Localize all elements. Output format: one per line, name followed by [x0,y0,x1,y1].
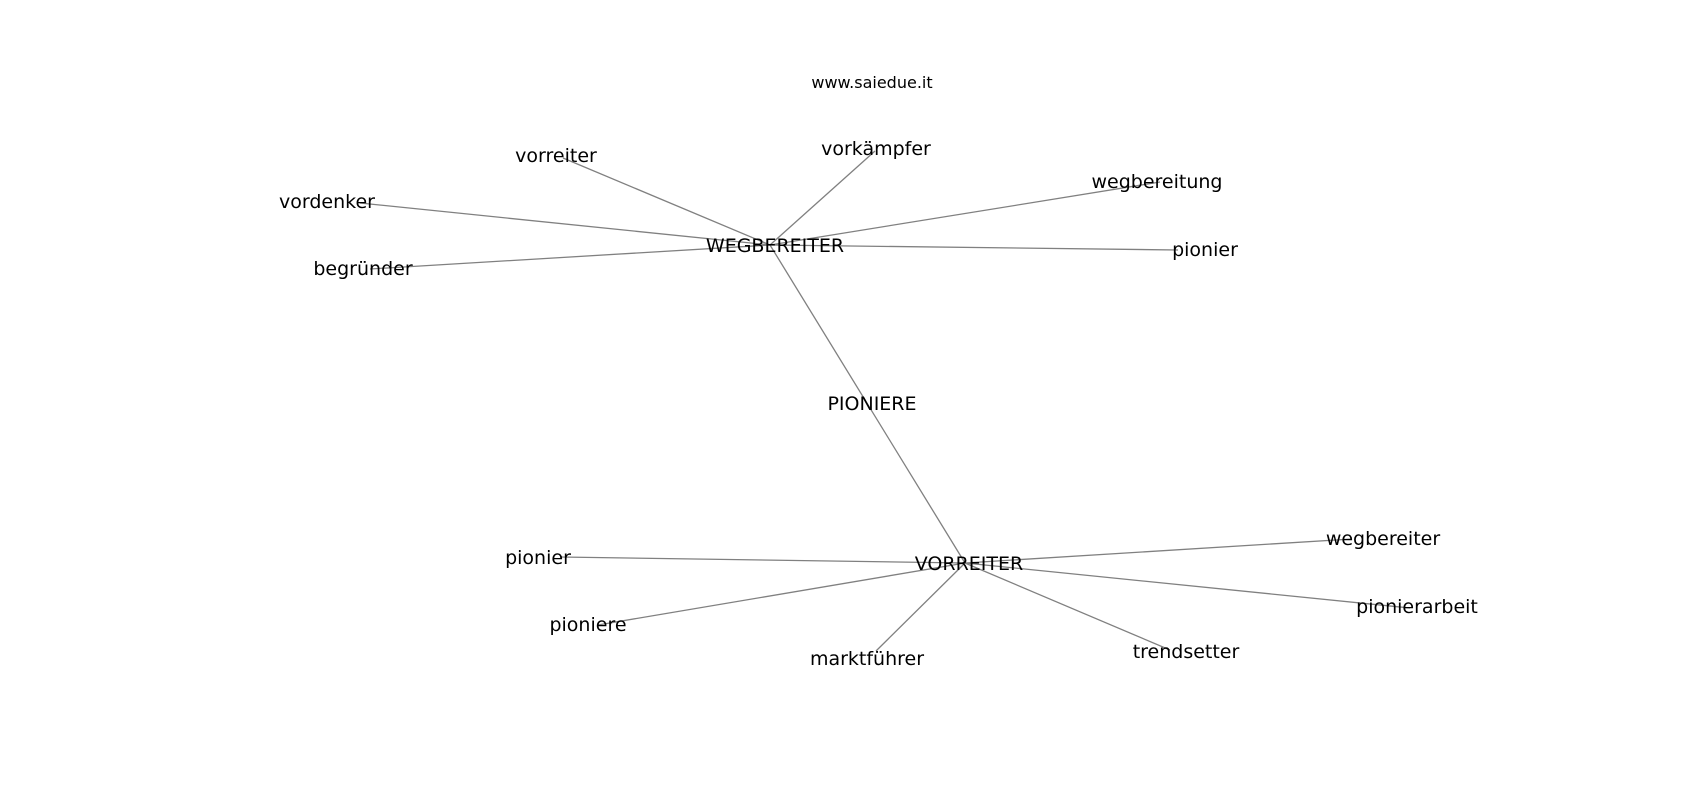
edge-vorreiter-wegbereiter [964,538,1353,564]
edge-vorreiter-trendsetter [964,562,1171,651]
term-node-pionierarbeit: pionierarbeit [1356,596,1478,618]
hub-node-vorreiter: VORREITER [915,553,1023,575]
term-node-pioniere: pioniere [549,614,626,636]
term-node-pionier: pionier [505,547,571,569]
edge-wegbereiter-vordenker [359,202,771,246]
edge-vorreiter-pionier [559,556,966,564]
term-node-vordenker: vordenker [279,191,375,213]
edge-layer [359,150,1411,652]
edge-wegbereiter-begruender [369,244,771,270]
edge-wegbereiter-pionier [769,244,1179,251]
edge-vorreiter-pioniere [597,562,966,626]
edge-center-wegbereiter [769,244,966,564]
edge-vorreiter-marktfuehrer [875,562,966,652]
term-node-vorkaempfer: vorkämpfer [821,138,931,160]
edge-wegbereiter-vorkaempfer [769,150,876,246]
term-node-vorreiter: vorreiter [515,145,597,167]
term-node-trendsetter: trendsetter [1133,641,1240,663]
label-layer: www.saiedue.it PIONIERE WEGBEREITER vorr… [279,73,1478,670]
center-node-label: PIONIERE [827,393,916,415]
term-node-pionier: pionier [1172,239,1238,261]
term-node-wegbereiter: wegbereiter [1326,528,1441,550]
term-node-marktfuehrer: marktführer [810,648,924,670]
edge-wegbereiter-vorreiter [562,157,771,246]
term-node-begruender: begründer [313,258,412,280]
hub-node-wegbereiter: WEGBEREITER [706,235,844,257]
edge-wegbereiter-wegbereitung [769,181,1161,246]
term-node-wegbereitung: wegbereitung [1092,171,1223,193]
source-watermark: www.saiedue.it [811,73,932,92]
edge-vorreiter-pionierarbeit [964,562,1411,609]
